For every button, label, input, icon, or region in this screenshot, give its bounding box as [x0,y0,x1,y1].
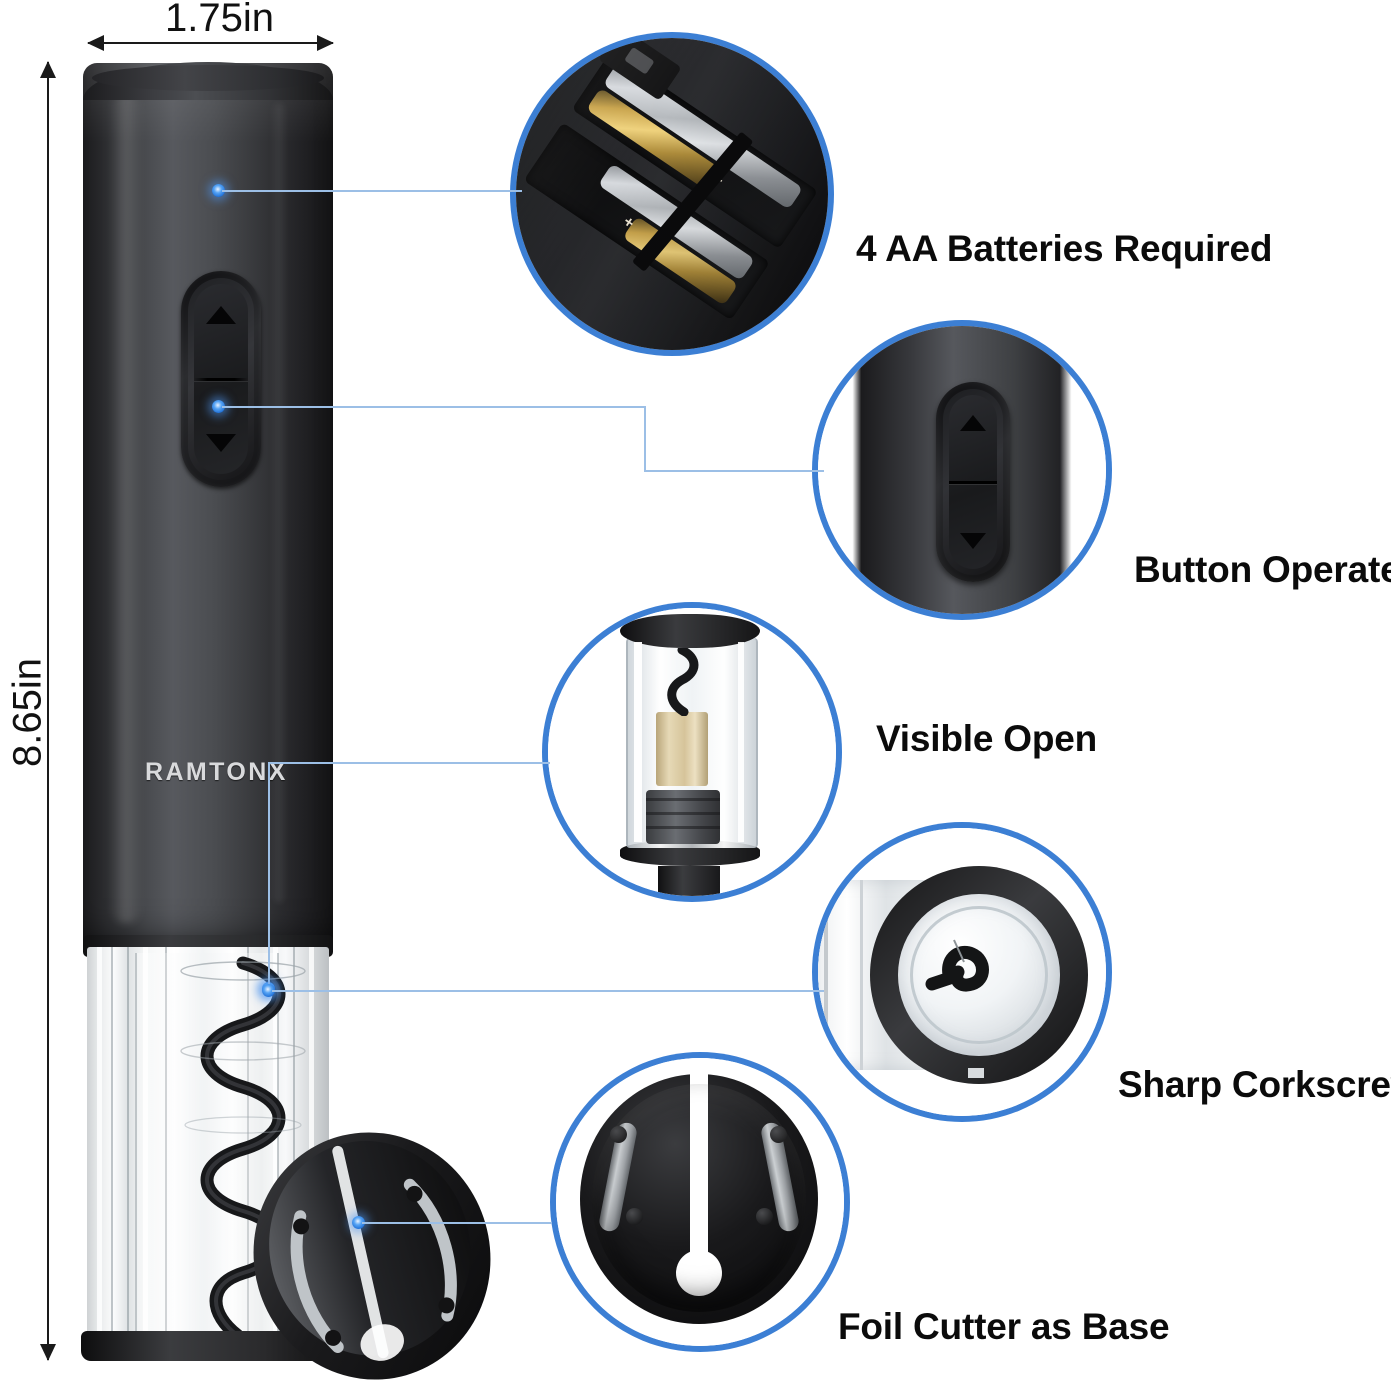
product-main-image: RAMTONX [81,62,335,1368]
hotspot-dot-foil-cutter[interactable] [352,1216,365,1229]
width-dimension-arrow [87,35,334,51]
helix-tip-icon [667,645,699,717]
battery-compartment-icon: + + [516,38,828,350]
rocker-button-icon [818,326,1106,614]
rocker-button[interactable] [181,271,261,487]
triangle-up-icon [960,415,986,431]
callout-circle-visible-open [548,608,836,896]
callout-label-button: Button Operate [1134,549,1391,590]
height-dimension-arrow [40,61,56,1361]
cork-chamber-icon [548,608,836,896]
product-top-cap [83,62,333,100]
triangle-down-icon [960,533,986,549]
foil-cutter-icon [556,1058,844,1346]
leader-line-foil-cutter [362,1222,552,1224]
rocker-button-divider [194,378,248,381]
body-highlight-secondary [271,103,287,903]
hotspot-dot-batteries[interactable] [212,184,225,197]
callout-label-batteries: 4 AA Batteries Required [856,228,1273,269]
callout-circle-corkscrew [818,828,1106,1116]
hotspot-dot-corkscrew[interactable] [262,984,275,997]
leader-line-visible-h [268,762,550,764]
leader-line-button-h1 [222,406,646,408]
leader-line-button-h2 [644,470,824,472]
callout-label-visible-open: Visible Open [876,718,1098,759]
product-top-cap-inner [92,65,324,91]
triangle-down-icon [206,434,236,452]
callout-circle-button [818,326,1106,614]
leader-line-button-v [644,406,646,472]
rocker-button-bezel [188,278,254,480]
hotspot-dot-button[interactable] [212,400,225,413]
corkscrew-tip-icon [818,828,1106,1116]
callout-label-foil-cutter: Foil Cutter as Base [838,1306,1170,1347]
corkscrew-helix-icon [180,956,306,1342]
rocker-button-face [194,284,248,474]
callout-label-corkscrew: Sharp Corkscrew [1118,1064,1391,1105]
width-dimension-label: 1.75in [165,0,274,40]
foil-cutter-base-product [253,1132,491,1380]
leader-line-batteries [222,190,522,192]
body-highlight [109,93,143,923]
product-body [83,63,333,948]
height-dimension-label: 8.65in [5,658,50,767]
leader-line-corkscrew [272,990,824,992]
triangle-up-icon [206,306,236,324]
brand-logo-text: RAMTONX [145,758,288,786]
callout-circle-foil-cutter [556,1058,844,1346]
callout-circle-batteries: + + [516,38,828,350]
leader-line-visible-v [268,762,270,988]
corkscrew-spiral-icon [925,939,989,992]
